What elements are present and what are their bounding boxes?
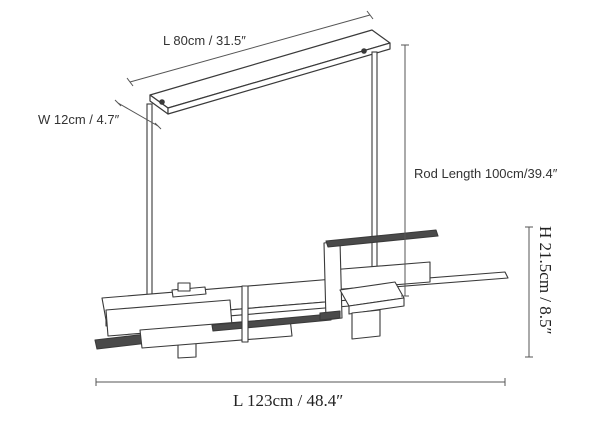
suspension-rod-left xyxy=(146,103,153,305)
label-rod-length: Rod Length 100cm/39.4″ xyxy=(414,166,558,181)
dimension-height xyxy=(525,226,533,358)
label-canopy-width: W 12cm / 4.7″ xyxy=(38,112,120,127)
dimension-rod-length xyxy=(401,44,409,297)
label-height: H 21.5cm / 8.5″ xyxy=(536,226,555,335)
dimension-canopy-width xyxy=(114,99,162,130)
dimension-overall-length xyxy=(95,378,506,386)
fixture-body xyxy=(94,229,509,359)
ceiling-canopy xyxy=(149,29,391,115)
suspension-rod-right xyxy=(371,51,378,293)
label-overall-length: L 123cm / 48.4″ xyxy=(233,391,343,410)
label-canopy-length: L 80cm / 31.5″ xyxy=(163,33,246,48)
dimension-canopy-length xyxy=(126,10,374,87)
